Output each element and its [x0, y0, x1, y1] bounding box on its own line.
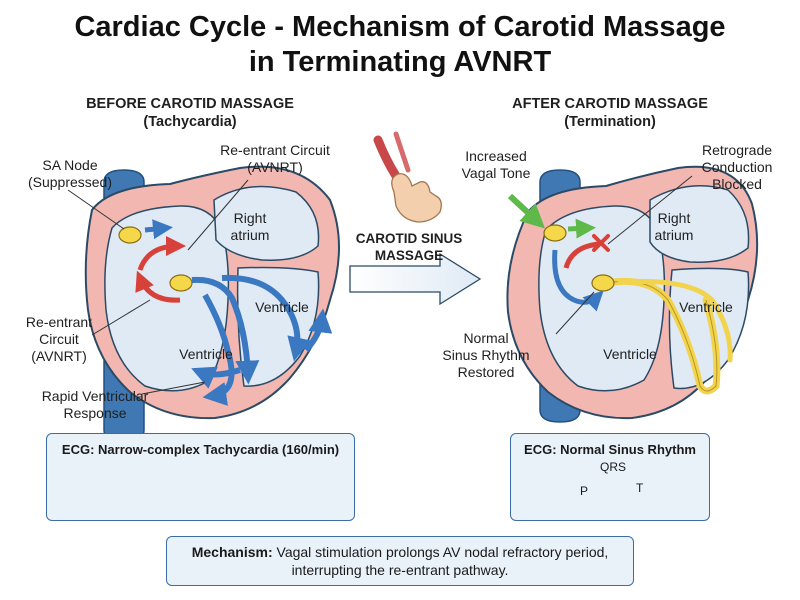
carotid-massage-illustration [349, 131, 482, 306]
label-normal-line1: Normal [463, 330, 509, 346]
reentry-arrow-lower [135, 270, 181, 303]
massage-direction-arrow [349, 252, 482, 306]
label-normal-line2: Sinus Rhythm [442, 347, 530, 363]
sa-conduction-arrow-after [567, 218, 596, 239]
label-carotid-line1: CAROTID SINUS [355, 231, 463, 246]
ecg-title-tachycardia: ECG: Narrow-complex Tachycardia (160/min… [61, 442, 340, 457]
label-vagal-line1: Increased [465, 148, 527, 164]
heart-after [506, 165, 759, 423]
sa-conduction-arrow-before [144, 219, 173, 240]
label-carotid-sinus-massage: CAROTID SINUS MASSAGE [344, 230, 474, 264]
label-reentrant-top-line2: (AVNRT) [247, 159, 303, 175]
label-ventricle-right-before: Ventricle [255, 299, 309, 315]
leader-rapid-response [141, 381, 206, 395]
conduction-pathway-1 [191, 276, 260, 385]
label-rapid-response-line1: Rapid Ventricular [41, 388, 149, 404]
mechanism-line-1: Mechanism: Vagal stimulation prolongs AV… [167, 543, 633, 561]
vagal-tone-arrow [507, 193, 546, 229]
label-right-atrium-before-line1: Right [233, 210, 267, 226]
after-heading-title: AFTER CAROTID MASSAGE [512, 96, 708, 112]
ecg-box-tachycardia: ECG: Narrow-complex Tachycardia (160/min… [46, 433, 355, 521]
heart-before [67, 165, 340, 443]
after-heading: AFTER CAROTID MASSAGE (Termination) [460, 95, 760, 131]
right-atrium-chamber-after [649, 185, 750, 263]
label-rapid-ventricular-response: Rapid Ventricular Response [30, 388, 160, 422]
mechanism-text-1: Vagal stimulation prolongs AV nodal refr… [272, 544, 609, 560]
ecg-box-normal-sinus: ECG: Normal Sinus Rhythm QRS P T [510, 433, 710, 521]
label-reentrant-left-line2: Circuit [39, 331, 79, 347]
label-reentrant-left-line3: (AVNRT) [31, 348, 87, 364]
title-line-2: in Terminating AVNRT [248, 46, 552, 78]
av-node-after [591, 274, 615, 292]
leader-retrograde [607, 175, 693, 245]
leader-sa-node [67, 189, 125, 230]
leader-reentrant-top [187, 179, 249, 251]
ecg-title-normal-sinus: ECG: Normal Sinus Rhythm [524, 442, 696, 457]
label-normal-line3: Restored [457, 364, 515, 380]
title-line-1: Cardiac Cycle - Mechanism of Carotid Mas… [74, 11, 726, 43]
leader-reentrant-left [91, 299, 151, 336]
label-sa-node-line2: (Suppressed) [27, 174, 113, 190]
label-ventricle-right-after: Ventricle [679, 299, 733, 315]
normal-pathway-2 [617, 278, 733, 363]
label-reentrant-circuit-left: Re-entrant Circuit (AVNRT) [14, 314, 104, 365]
label-right-atrium-after: Right atrium [646, 210, 702, 244]
after-heading-subtitle: (Termination) [564, 114, 656, 130]
conduction-pathway-3 [221, 274, 311, 362]
label-increased-vagal-tone: Increased Vagal Tone [446, 148, 546, 182]
label-sa-node: SA Node (Suppressed) [10, 157, 130, 191]
before-heading-title: BEFORE CAROTID MASSAGE [86, 96, 294, 112]
mechanism-label: Mechanism: [191, 544, 273, 560]
label-retrograde-line2: Conduction [701, 159, 773, 175]
anterograde-arrow-after [552, 249, 604, 312]
sa-node-after [543, 224, 567, 242]
label-vagal-line2: Vagal Tone [461, 165, 531, 181]
ecg-label-p: P [580, 484, 589, 498]
mechanism-box: Mechanism: Vagal stimulation prolongs AV… [166, 536, 634, 586]
before-heading-subtitle: (Tachycardia) [143, 114, 237, 130]
label-right-atrium-after-line1: Right [657, 210, 691, 226]
label-reentrant-circuit-top: Re-entrant Circuit (AVNRT) [200, 142, 350, 176]
ecg-label-t: T [636, 481, 644, 495]
before-heading: BEFORE CAROTID MASSAGE (Tachycardia) [40, 95, 340, 131]
label-carotid-line2: MASSAGE [374, 248, 444, 263]
reentry-arrow-upper [137, 236, 186, 271]
page-title: Cardiac Cycle - Mechanism of Carotid Mas… [0, 10, 800, 80]
hand-icon [391, 173, 442, 223]
normal-pathway-outline [613, 280, 718, 392]
conduction-pathway-5 [191, 366, 241, 389]
blocked-x-icon [592, 234, 610, 252]
label-reentrant-top-line1: Re-entrant Circuit [220, 142, 330, 158]
label-reentrant-left-line1: Re-entrant [25, 314, 93, 330]
label-right-atrium-before-line2: atrium [230, 227, 270, 243]
mechanism-text-2: interrupting the re-entrant pathway. [291, 562, 509, 578]
label-normal-sinus-restored: Normal Sinus Rhythm Restored [424, 330, 548, 381]
ecg-label-qrs: QRS [600, 460, 627, 474]
blocked-reentry-arrow [563, 241, 601, 269]
conduction-pathway-4 [303, 308, 333, 353]
conduction-pathway-2 [202, 293, 235, 406]
label-right-atrium-before: Right atrium [222, 210, 278, 244]
label-right-atrium-after-line2: atrium [654, 227, 694, 243]
label-ventricle-left-after: Ventricle [603, 346, 657, 362]
sa-node-before [118, 226, 142, 244]
leader-normal-sinus [555, 291, 595, 335]
label-ventricle-left-before: Ventricle [179, 346, 233, 362]
label-rapid-response-line2: Response [63, 405, 127, 421]
label-retrograde-line3: Blocked [712, 176, 762, 192]
label-sa-node-line1: SA Node [42, 157, 98, 173]
label-retrograde-blocked: Retrograde Conduction Blocked [682, 142, 792, 193]
right-atrium-chamber-before [213, 185, 320, 261]
label-retrograde-line1: Retrograde [701, 142, 773, 158]
av-node-before [169, 274, 193, 292]
